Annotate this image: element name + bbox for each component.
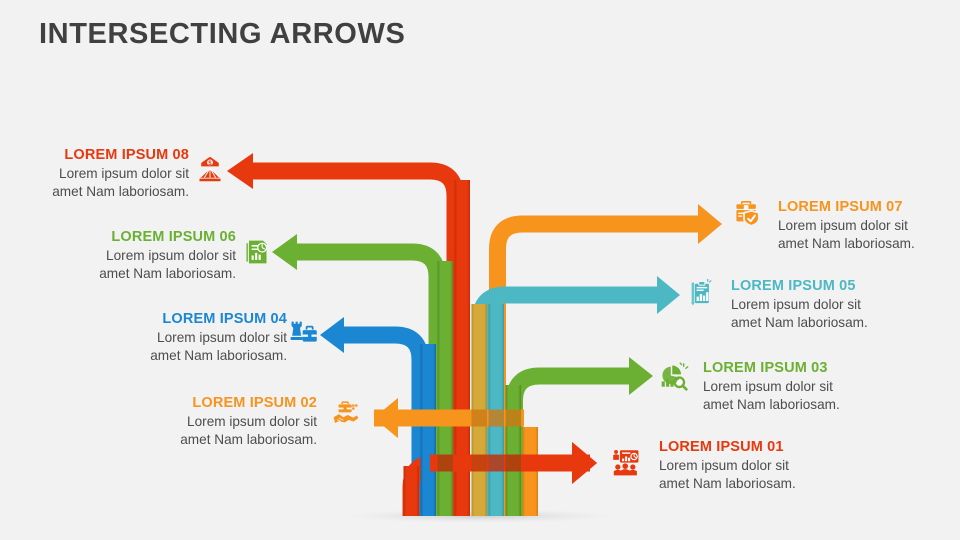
item-05-text: LOREM IPSUM 05 Lorem ipsum dolor sit ame… xyxy=(731,277,916,331)
item-02-title: LOREM IPSUM 02 xyxy=(192,395,317,411)
item-08-title: LOREM IPSUM 08 xyxy=(64,147,189,163)
item-08-text: LOREM IPSUM 08 Lorem ipsum dolor sit ame… xyxy=(0,146,189,200)
item-06-title: LOREM IPSUM 06 xyxy=(111,229,236,245)
item-03-title: LOREM IPSUM 03 xyxy=(703,360,828,376)
handshake-briefcase-icon xyxy=(331,400,361,430)
pie-chart-magnifier-icon xyxy=(658,362,690,392)
item-03-text: LOREM IPSUM 03 Lorem ipsum dolor sit ame… xyxy=(703,359,888,413)
chess-rook-briefcase-icon xyxy=(288,319,318,349)
report-document-icon xyxy=(242,238,270,266)
item-03-body-line1: Lorem ipsum dolor sit xyxy=(703,379,833,394)
item-02-body-line1: Lorem ipsum dolor sit xyxy=(187,414,317,429)
item-04-title: LOREM IPSUM 04 xyxy=(162,311,287,327)
item-08-body-line1: Lorem ipsum dolor sit xyxy=(59,166,189,181)
arrow-ribbon-07 xyxy=(489,204,722,516)
clipboard-chart-icon xyxy=(686,279,716,309)
item-04-body-line2: amet Nam laboriosam. xyxy=(150,347,287,363)
item-05-body-line1: Lorem ipsum dolor sit xyxy=(731,297,861,312)
item-01-body-line1: Lorem ipsum dolor sit xyxy=(659,458,789,473)
item-05-body-line2: amet Nam laboriosam. xyxy=(731,314,868,330)
item-07-title: LOREM IPSUM 07 xyxy=(778,199,903,215)
item-04-body-line1: Lorem ipsum dolor sit xyxy=(157,330,287,345)
item-04-text: LOREM IPSUM 04 Lorem ipsum dolor sit ame… xyxy=(72,310,287,364)
svg-text:$: $ xyxy=(208,160,212,167)
arrow-ribbon-06 xyxy=(272,234,446,516)
item-02-text: LOREM IPSUM 02 Lorem ipsum dolor sit ame… xyxy=(120,394,317,448)
item-03-body-line2: amet Nam laboriosam. xyxy=(703,396,840,412)
bank-dollar-icon: $ xyxy=(196,155,224,183)
page-title: INTERSECTING ARROWS xyxy=(39,18,406,50)
item-01-text: LOREM IPSUM 01 Lorem ipsum dolor sit ame… xyxy=(659,438,844,492)
item-06-body-line1: Lorem ipsum dolor sit xyxy=(106,248,236,263)
presentation-people-icon xyxy=(612,448,642,478)
band-overlap-shading xyxy=(437,409,521,472)
front-crossing-segments xyxy=(374,398,597,484)
item-05-title: LOREM IPSUM 05 xyxy=(731,278,856,294)
item-06-text: LOREM IPSUM 06 Lorem ipsum dolor sit ame… xyxy=(20,228,236,282)
toolbox-shield-icon xyxy=(732,199,762,229)
item-06-body-line2: amet Nam laboriosam. xyxy=(99,265,236,281)
item-07-text: LOREM IPSUM 07 Lorem ipsum dolor sit ame… xyxy=(778,198,960,252)
item-07-body-line1: Lorem ipsum dolor sit xyxy=(778,218,908,233)
item-01-body-line2: amet Nam laboriosam. xyxy=(659,475,796,491)
item-02-body-line2: amet Nam laboriosam. xyxy=(180,431,317,447)
arrow-ribbon-04 xyxy=(320,317,429,516)
item-08-body-line2: amet Nam laboriosam. xyxy=(52,183,189,199)
item-01-title: LOREM IPSUM 01 xyxy=(659,439,784,455)
item-07-body-line2: amet Nam laboriosam. xyxy=(778,235,915,251)
